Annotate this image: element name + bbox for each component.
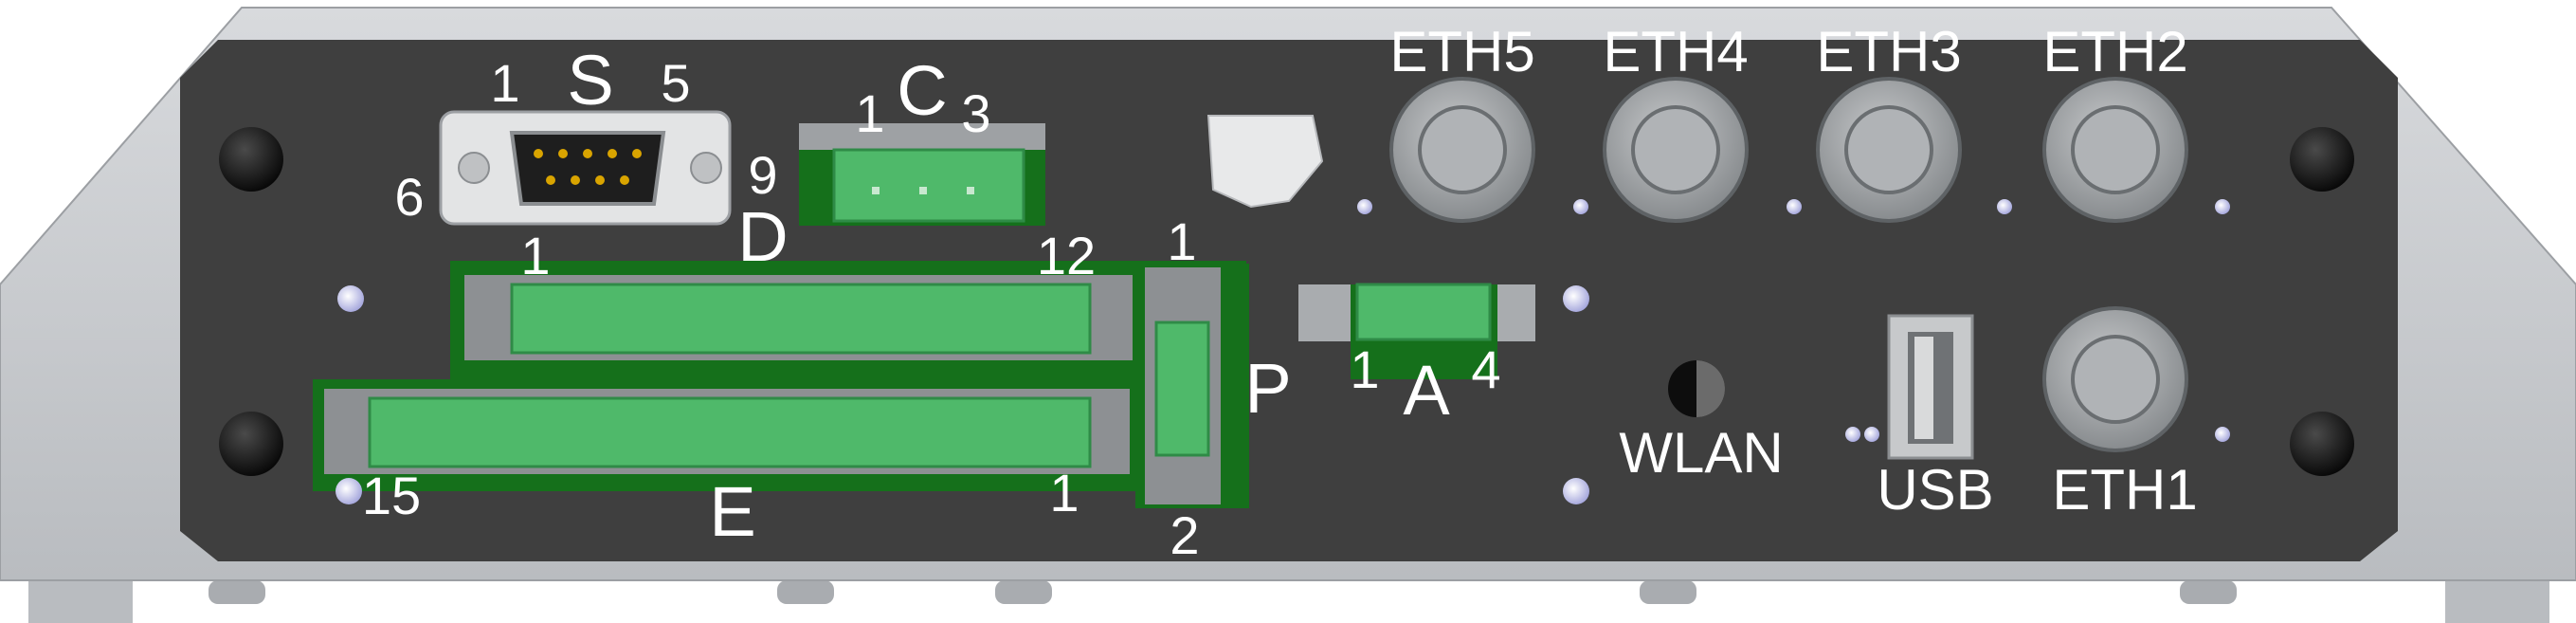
- analog-pin-4-label: 4: [1471, 339, 1501, 399]
- eth1-label: ETH1: [2052, 458, 2198, 522]
- digital-pin-1-label: 1: [520, 226, 551, 285]
- analog-pin-1-label: 1: [1350, 339, 1380, 399]
- serial-connector: [439, 110, 732, 226]
- serial-pin-9-label: 9: [748, 145, 778, 205]
- usb-label: USB: [1877, 458, 1994, 522]
- can-connector-label: C: [897, 51, 948, 130]
- extension-connector: [313, 379, 1137, 491]
- digital-pin-12-label: 12: [1036, 226, 1097, 285]
- serial-connector-label: S: [567, 41, 614, 119]
- analog-connector-label: A: [1403, 351, 1450, 430]
- eth5-label: ETH5: [1389, 20, 1535, 83]
- analog-connector: [1298, 283, 1535, 379]
- can-pin-1-label: 1: [855, 83, 885, 143]
- serial-pin-6-label: 6: [394, 167, 425, 227]
- wlan-antenna-icon: [1668, 360, 1725, 417]
- eth2-label: ETH2: [2042, 20, 2188, 83]
- power-connector: [1135, 264, 1249, 508]
- wlan-label: WLAN: [1619, 421, 1784, 485]
- blank-plug: [1206, 115, 1324, 209]
- screw-icon: [219, 127, 2354, 476]
- eth4-label: ETH4: [1603, 20, 1749, 83]
- rj45-icon: [1389, 77, 2188, 452]
- power-connector-label: P: [1244, 349, 1292, 428]
- serial-pin-5-label: 5: [661, 53, 691, 113]
- usb-port-icon: [1887, 314, 1974, 460]
- digital-connector: [450, 261, 1246, 379]
- extension-pin-1-label: 1: [1049, 463, 1079, 522]
- can-connector: [799, 123, 1045, 226]
- feet: [28, 580, 2549, 623]
- power-pin-2-label: 2: [1170, 505, 1200, 565]
- indicator-dots: [336, 199, 2230, 504]
- extension-connector-label: E: [709, 472, 756, 551]
- eth3-label: ETH3: [1816, 20, 1962, 83]
- power-pin-1-label: 1: [1167, 211, 1197, 271]
- digital-connector-label: D: [737, 197, 789, 276]
- serial-pin-1-label: 1: [490, 53, 520, 113]
- extension-pin-15-label: 15: [361, 466, 422, 525]
- can-pin-3-label: 3: [961, 83, 991, 143]
